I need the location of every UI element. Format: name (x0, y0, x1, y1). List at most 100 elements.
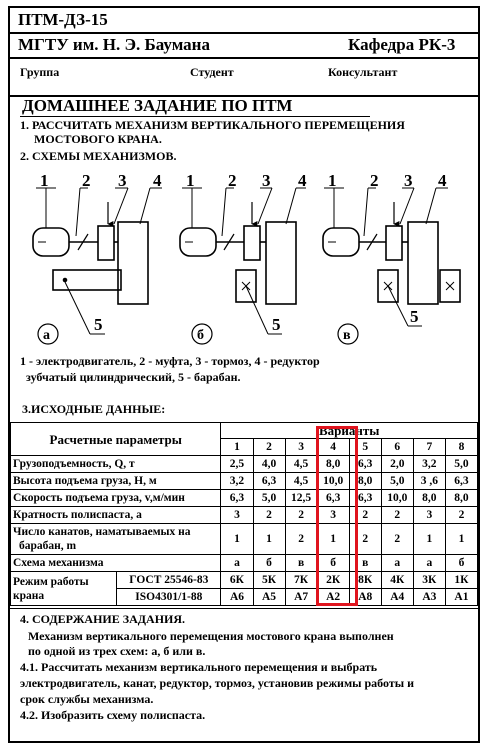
table-cell: 10,0 (380, 489, 414, 507)
scheme-label-a: а (43, 328, 50, 343)
diagram-number-1b: 1 (186, 171, 195, 190)
table-cell: 5К (252, 571, 286, 589)
table-cell: а (380, 554, 414, 572)
table-cell: 5,0 (444, 455, 479, 473)
table-cell: 2 (284, 506, 318, 524)
table-cell: 3 (220, 506, 254, 524)
table-cell: 4,5 (284, 472, 318, 490)
task1-line1: 1. РАССЧИТАТЬ МЕХАНИЗМ ВЕРТИКАЛЬНОГО ПЕР… (20, 118, 405, 132)
title-underline (20, 116, 370, 117)
variant-number: 7 (412, 438, 446, 456)
table-cell: 1 (412, 523, 446, 555)
table-row: Скорость подъема груза, v,м/мин 6,3 5,0 … (9, 489, 479, 507)
table-cell: А5 (252, 588, 286, 606)
variant-number: 1 (220, 438, 254, 456)
diagram-number-5b: 5 (272, 315, 281, 334)
table-cell: 6,3 (252, 472, 286, 490)
page-title: ДОМАШНЕЕ ЗАДАНИЕ ПО ПТМ (22, 96, 293, 115)
diagram-number-3b: 3 (262, 171, 271, 190)
diagram-number-3a: 3 (118, 171, 127, 190)
group-label: Группа (20, 65, 60, 79)
consultant-label: Консультант (328, 65, 398, 79)
table-cell: А6 (220, 588, 254, 606)
table-row: Кратность полиспаста, а 3 2 2 3 2 2 3 2 (9, 506, 479, 524)
variant-4-highlight (316, 426, 358, 606)
table-cell: а (220, 554, 254, 572)
iso-standard: ISO4301/1-88 (116, 588, 222, 606)
university-name: МГТУ им. Н. Э. Баумана (18, 35, 210, 54)
table-cell: А1 (444, 588, 479, 606)
row-label: Кратность полиспаста, а (9, 506, 222, 524)
scheme-label-b: б (197, 328, 204, 343)
scheme-v (322, 187, 461, 345)
row-label: Скорость подъема груза, v,м/мин (9, 489, 222, 507)
document-code: ПТМ-ДЗ-15 (18, 10, 108, 29)
row-label: Грузоподъемность, Q, т (9, 455, 222, 473)
table-cell: 6К (220, 571, 254, 589)
section4-p2-line2: электродвигатель, канат, редуктор, тормо… (20, 676, 415, 690)
task2-heading: 2. СХЕМЫ МЕХАНИЗМОВ. (20, 149, 177, 163)
table-cell: 1К (444, 571, 479, 589)
student-label: Студент (190, 65, 234, 79)
diagram-number-4a: 4 (153, 171, 162, 190)
header-divider-2 (10, 57, 478, 59)
diagram-number-2a: 2 (82, 171, 91, 190)
table-cell: 12,5 (284, 489, 318, 507)
legend-line1: 1 - электродвигатель, 2 - муфта, 3 - тор… (20, 354, 320, 368)
table-row: Грузоподъемность, Q, т 2,5 4,0 4,5 8,0 6… (9, 455, 479, 473)
task1-line2: МОСТОВОГО КРАНА. (34, 132, 162, 146)
table-cell: б (444, 554, 479, 572)
table-cell: А4 (380, 588, 414, 606)
table-cell: 4К (380, 571, 414, 589)
table-cell: А7 (284, 588, 318, 606)
diagram-number-5a: 5 (94, 315, 103, 334)
diagram-number-5v: 5 (410, 307, 419, 326)
mode-label-line1: Режим работы (13, 575, 89, 588)
section4-p1-line1: Механизм вертикального перемещения мосто… (28, 629, 394, 643)
section4-p2-line1: 4.1. Рассчитать механизм вертикального п… (20, 660, 378, 674)
table-cell: 5,0 (252, 489, 286, 507)
table-cell: 4,5 (284, 455, 318, 473)
table-cell: 3,2 (220, 472, 254, 490)
table-cell: 1 (444, 523, 479, 555)
variant-number: 3 (284, 438, 318, 456)
table-cell: а (412, 554, 446, 572)
section4-p3: 4.2. Изобразить схему полиспаста. (20, 708, 206, 722)
scheme-label-v: в (343, 328, 351, 343)
table-cell: 3 ,6 (412, 472, 446, 490)
header-divider-3 (10, 95, 478, 97)
table-cell: 2,5 (220, 455, 254, 473)
table-cell: 1 (220, 523, 254, 555)
section3-heading: 3.ИСХОДНЫЕ ДАННЫЕ: (22, 402, 166, 416)
department-name: Кафедра РК-3 (348, 35, 456, 54)
table-cell: 3К (412, 571, 446, 589)
table-cell: 7К (284, 571, 318, 589)
header-divider (10, 32, 478, 34)
table-cell: 6,3 (220, 489, 254, 507)
table-cell: 2 (284, 523, 318, 555)
gost-standard: ГОСТ 25546-83 (116, 571, 222, 589)
diagram-number-3v: 3 (404, 171, 413, 190)
table-cell: 8,0 (444, 489, 479, 507)
section4-p2-line3: срок службы механизма. (20, 692, 154, 706)
variant-number: 6 (380, 438, 414, 456)
legend-line2: зубчатый цилиндрический, 5 - барабан. (26, 370, 241, 384)
table-cell: 3,2 (412, 455, 446, 473)
scheme-a (32, 187, 162, 345)
table-cell: 2,0 (380, 455, 414, 473)
row-label-line2: барабан, m (19, 540, 77, 552)
table-cell: 6,3 (444, 472, 479, 490)
table-cell: б (252, 554, 286, 572)
diagram-number-2v: 2 (370, 171, 379, 190)
initial-data-table: Расчетные параметры Варианты 1 2 3 4 5 6… (9, 422, 479, 606)
table-cell: 2 (380, 506, 414, 524)
section4-heading: 4. СОДЕРЖАНИЕ ЗАДАНИЯ. (20, 612, 186, 626)
scheme-b (179, 187, 306, 345)
table-cell: 8,0 (412, 489, 446, 507)
variant-number: 2 (252, 438, 286, 456)
table-cell: 1 (252, 523, 286, 555)
